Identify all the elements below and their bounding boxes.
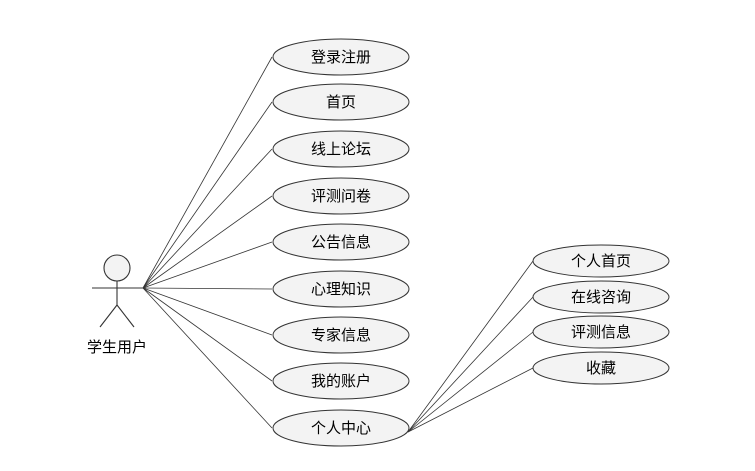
connector-personal-center <box>142 287 273 429</box>
connector-account <box>142 287 273 382</box>
use-case-label: 线上论坛 <box>311 140 371 158</box>
personal-center-connections <box>407 260 534 433</box>
use-case-online-consult[interactable]: 在线咨询 <box>532 280 670 314</box>
use-case-notice[interactable]: 公告信息 <box>272 223 410 261</box>
use-case-label: 评测问卷 <box>311 187 371 205</box>
connector-questionnaire <box>142 195 273 289</box>
actor-connections <box>142 56 273 429</box>
connector-forum <box>142 148 273 289</box>
use-case-home[interactable]: 首页 <box>272 83 410 121</box>
use-case-knowledge[interactable]: 心理知识 <box>272 270 410 308</box>
use-case-label: 首页 <box>326 93 356 111</box>
actor: 学生用户 <box>87 254 147 356</box>
connector-test-info <box>407 331 534 433</box>
use-case-label: 专家信息 <box>311 326 371 344</box>
use-case-expert[interactable]: 专家信息 <box>272 316 410 354</box>
use-case-label: 心理知识 <box>311 280 371 298</box>
use-case-label: 个人首页 <box>571 252 631 270</box>
use-case-personal-center[interactable]: 个人中心 <box>272 409 410 447</box>
use-case-label: 在线咨询 <box>571 288 631 306</box>
stick-figure-actor-icon <box>92 254 143 328</box>
connector-favorites <box>407 367 534 433</box>
connector-notice <box>142 241 273 289</box>
use-case-label: 收藏 <box>586 359 616 377</box>
connector-home <box>142 101 273 289</box>
use-case-label: 登录注册 <box>311 48 371 66</box>
use-case-label: 我的账户 <box>311 372 371 390</box>
connector-register <box>142 56 273 289</box>
use-case-favorites[interactable]: 收藏 <box>532 351 670 385</box>
actor-label: 学生用户 <box>87 338 147 356</box>
connector-personal-home <box>407 260 534 433</box>
use-case-test-info[interactable]: 评测信息 <box>532 315 670 349</box>
use-case-personal-home[interactable]: 个人首页 <box>532 244 670 278</box>
connector-knowledge <box>142 287 273 290</box>
use-case-label: 评测信息 <box>571 323 631 341</box>
use-case-register[interactable]: 登录注册 <box>272 38 410 76</box>
connector-online-consult <box>407 296 534 433</box>
use-case-account[interactable]: 我的账户 <box>272 362 410 400</box>
connector-expert <box>142 287 273 336</box>
use-case-label: 个人中心 <box>311 419 371 437</box>
use-case-label: 公告信息 <box>311 233 371 251</box>
use-case-forum[interactable]: 线上论坛 <box>272 130 410 168</box>
use-case-questionnaire[interactable]: 评测问卷 <box>272 177 410 215</box>
